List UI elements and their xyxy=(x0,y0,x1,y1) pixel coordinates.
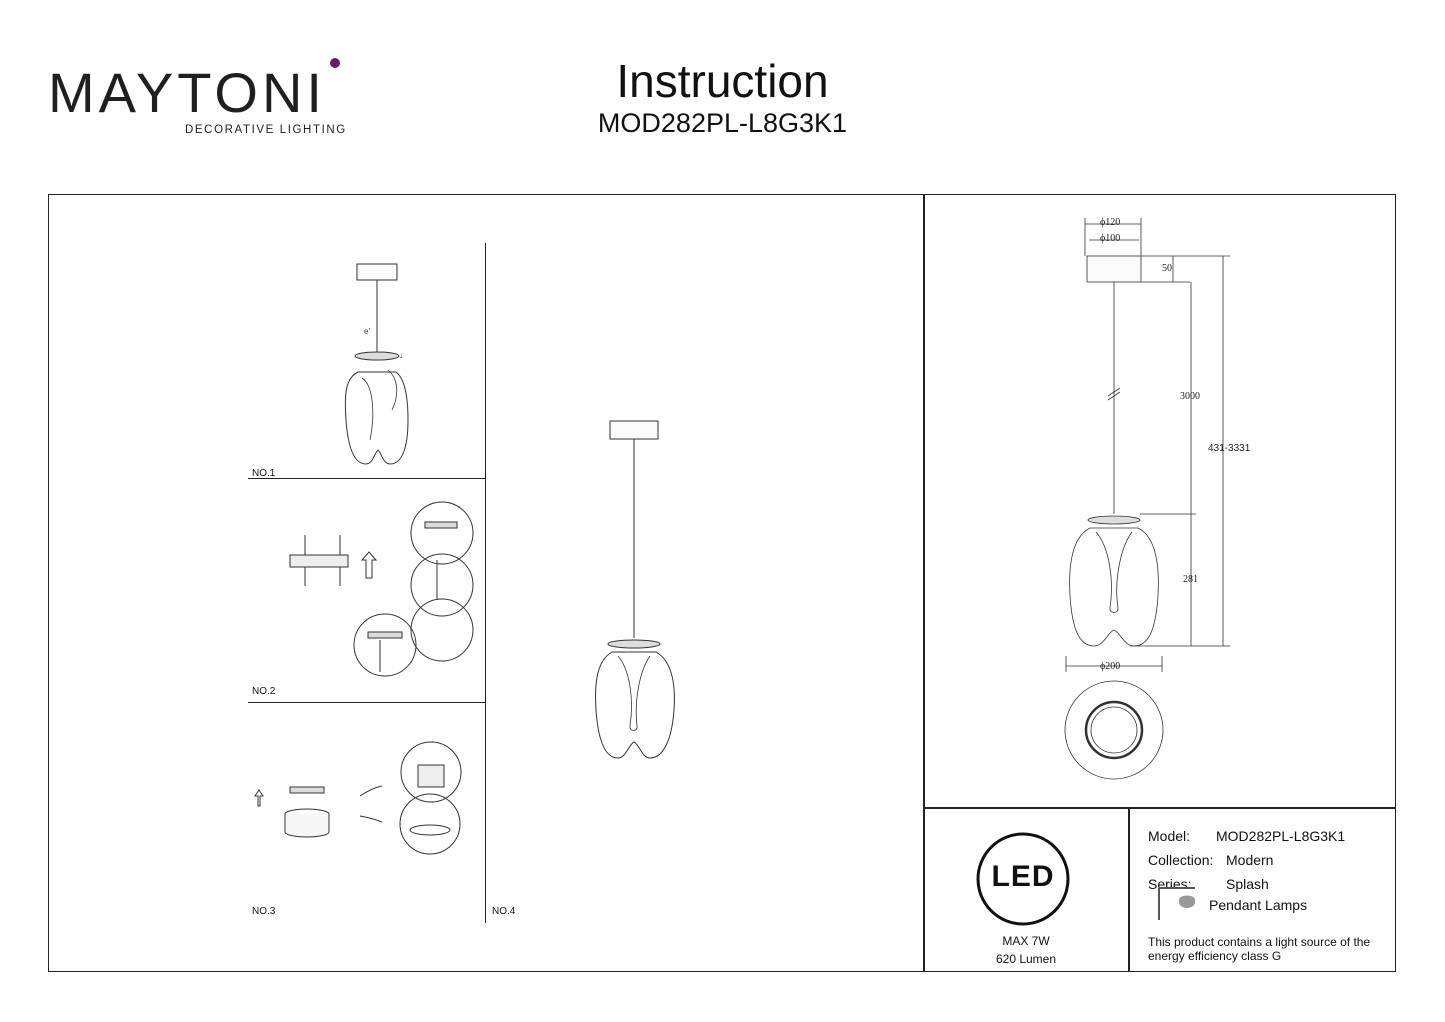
spec-model-label: Model: xyxy=(1148,828,1191,844)
logo-wordmark: MAYTONI xyxy=(48,61,326,124)
dim-canopy-outer: ϕ120 xyxy=(1100,217,1121,228)
dim-cable-length: 3000 xyxy=(1180,391,1200,402)
spec-model-value: MOD282PL-L8G3K1 xyxy=(1216,828,1346,844)
spec-collection-label: Collection: xyxy=(1148,852,1214,868)
spec-energy-note: This product contains a light source of … xyxy=(1148,935,1371,963)
frame-divider-led xyxy=(1128,807,1130,972)
logo-dot-icon xyxy=(330,58,340,68)
spec-series-value: Splash xyxy=(1226,876,1269,892)
dim-canopy-height: 50 xyxy=(1162,263,1172,274)
document-model: MOD282PL-L8G3K1 xyxy=(597,108,848,138)
brand-logo: MAYTONI xyxy=(48,58,348,142)
step-label-4: NO.4 xyxy=(492,906,516,917)
step-label-3: NO.3 xyxy=(252,906,276,917)
led-badge-icon xyxy=(976,832,1070,926)
document-title: Instruction xyxy=(616,55,829,107)
dim-shade-diameter: ϕ200 xyxy=(1100,661,1121,672)
steps-divider-2 xyxy=(248,702,486,703)
logo-subtitle: DECORATIVE LIGHTING xyxy=(185,124,347,136)
dim-total-height: 431-3331 xyxy=(1208,443,1251,454)
steps-divider-1 xyxy=(248,478,486,479)
spec-type-value: Pendant Lamps xyxy=(1209,897,1308,913)
svg-text:e': e' xyxy=(364,327,370,336)
step-label-2: NO.2 xyxy=(252,686,276,697)
spec-collection-value: Modern xyxy=(1226,852,1274,868)
pendant-lamp-icon xyxy=(1158,887,1195,920)
svg-text:↓: ↓ xyxy=(399,351,403,360)
frame-divider-info xyxy=(924,807,1396,809)
led-power: MAX 7W xyxy=(1002,934,1050,948)
steps-divider-vertical xyxy=(485,243,486,923)
instruction-frame xyxy=(48,194,1396,972)
led-badge-text: LED xyxy=(991,860,1055,893)
led-lumen: 620 Lumen xyxy=(995,952,1057,966)
dim-shade-height: 281 xyxy=(1183,574,1198,585)
dim-canopy-inner: ϕ100 xyxy=(1100,233,1121,244)
step-label-1: NO.1 xyxy=(252,468,276,479)
frame-divider-main xyxy=(923,194,925,972)
